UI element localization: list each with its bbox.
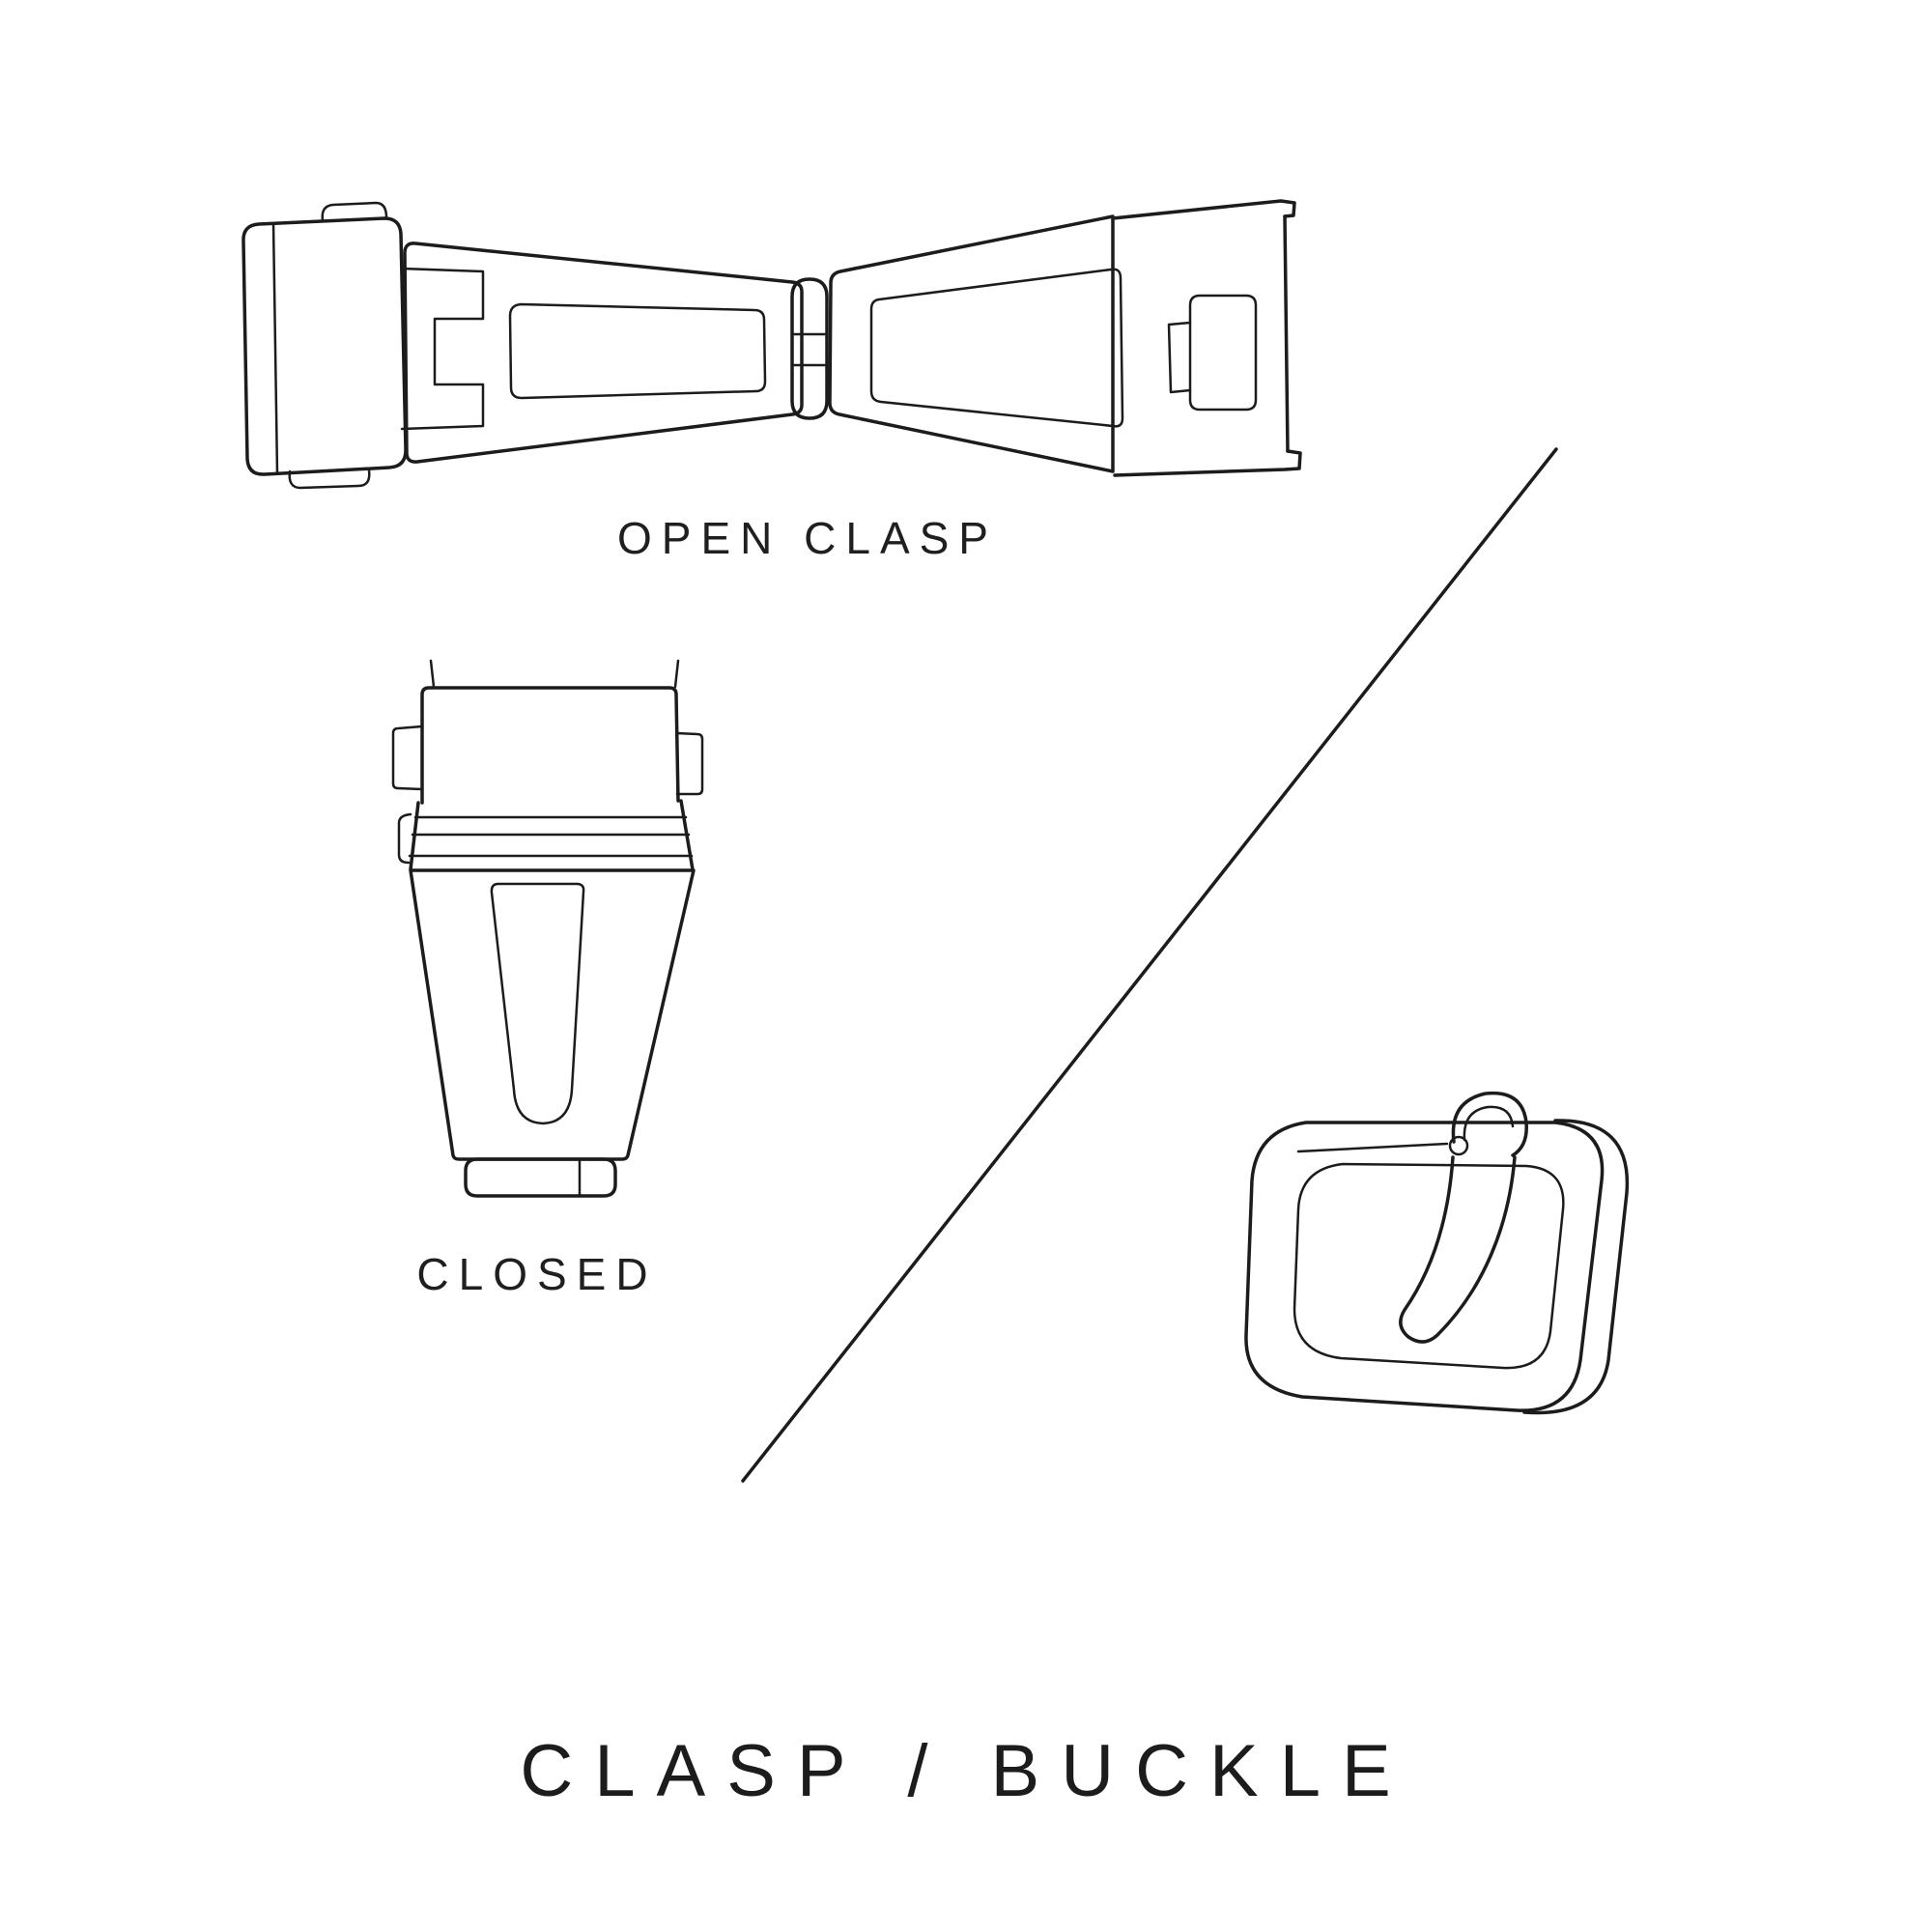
open-clasp-illustration xyxy=(242,199,1302,490)
buckle-illustration xyxy=(1244,1091,1630,1415)
diagram-title: CLASP / BUCKLE xyxy=(520,1730,1412,1812)
closed-clasp-illustration xyxy=(391,659,704,1198)
divider-line xyxy=(741,447,1558,1483)
closed-label: CLOSED xyxy=(416,1249,658,1299)
open-clasp-label: OPEN CLASP xyxy=(617,513,998,563)
